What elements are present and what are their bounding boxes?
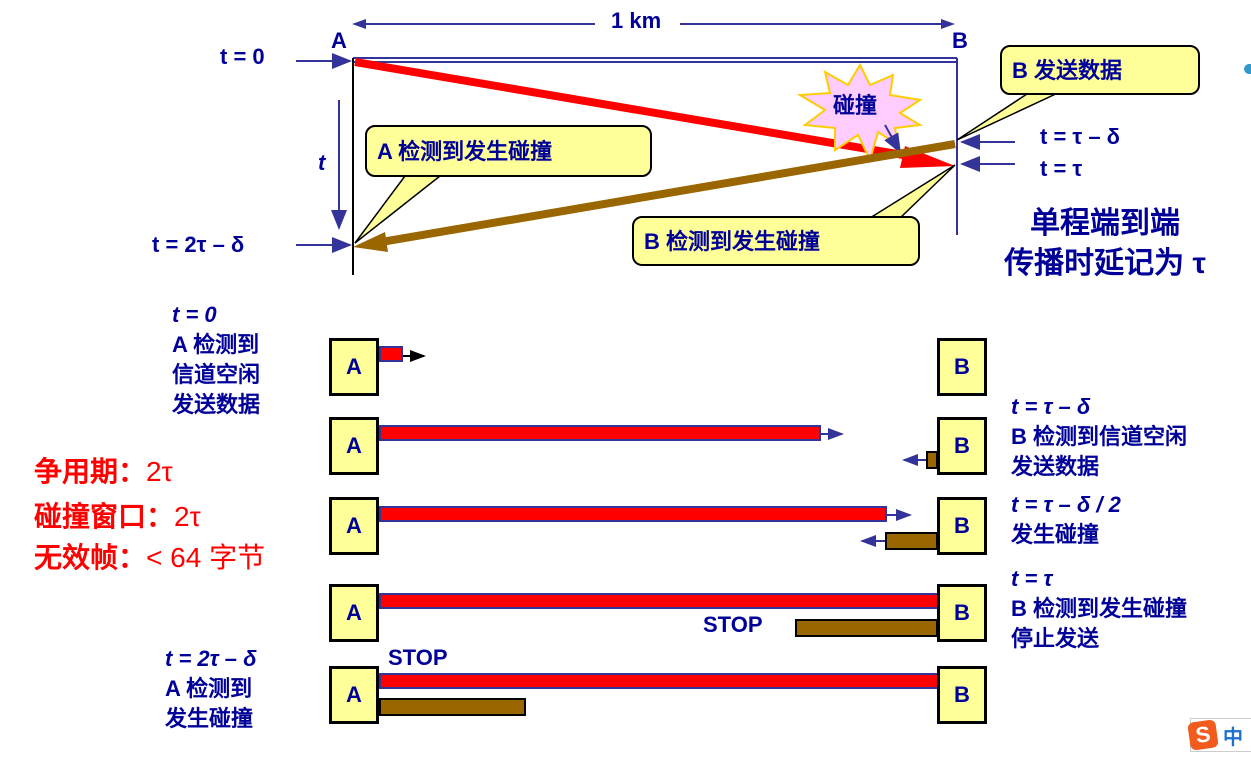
step-4-line: B 检测到发生碰撞 xyxy=(1011,596,1188,621)
step-1-line: A 检测到 xyxy=(172,332,260,357)
step-5-node-a: A xyxy=(329,666,379,724)
step-3-time: t = τ – δ / 2 xyxy=(1011,492,1121,517)
callout-a-detect: A 检测到发生碰撞 xyxy=(365,125,652,177)
collision-window-value: 2τ xyxy=(174,501,201,532)
step-4-node-a: A xyxy=(329,584,379,642)
step-4-node-b: B xyxy=(937,584,987,642)
propagation-delay-note: 单程端到端 传播时延记为 τ xyxy=(985,204,1225,284)
b-send-time-label: t = τ – δ xyxy=(1040,124,1121,149)
ime-indicator[interactable]: S 中 xyxy=(1187,718,1251,752)
distance-label: 1 km xyxy=(605,8,668,34)
node-b-label: B xyxy=(952,28,968,53)
collision-window-label: 碰撞窗口： xyxy=(34,501,175,532)
step-4-time: t = τ xyxy=(1011,566,1053,591)
step-5-line: 发生碰撞 xyxy=(165,706,254,731)
step-1-a-frame xyxy=(379,346,403,362)
step-3-node-b: B xyxy=(937,497,987,555)
step-2-line: B 检测到信道空闲 xyxy=(1011,424,1188,449)
invalid-frame: 无效帧：< 64 字节 xyxy=(34,536,265,576)
step-5-left-text: t = 2τ – δ A 检测到 发生碰撞 xyxy=(165,644,257,734)
step-1-node-a: A xyxy=(329,338,379,396)
step-2-a-frame xyxy=(379,425,821,441)
t-end-label: t = 2τ – δ xyxy=(152,232,245,257)
note-line-2: 传播时延记为 τ xyxy=(1004,247,1206,280)
node-a-label: A xyxy=(331,28,347,53)
contention-period-label: 争用期： xyxy=(34,456,147,487)
step-5-node-b: B xyxy=(937,666,987,724)
step-3-node-a: A xyxy=(329,497,379,555)
step-2-right-text: t = τ – δ B 检测到信道空闲 发送数据 xyxy=(1011,392,1187,482)
step-4-line: 停止发送 xyxy=(1011,626,1100,651)
step-1-left-text: t = 0 A 检测到 信道空闲 发送数据 xyxy=(172,300,260,420)
step-2-node-b: B xyxy=(937,417,987,475)
note-line-1: 单程端到端 xyxy=(1030,207,1180,240)
step-1-node-b: B xyxy=(937,338,987,396)
step-5-time: t = 2τ – δ xyxy=(165,646,257,671)
step-4-b-frame xyxy=(795,619,938,637)
contention-period: 争用期：2τ xyxy=(34,450,173,490)
contention-period-value: 2τ xyxy=(146,456,173,487)
collision-window: 碰撞窗口：2τ xyxy=(34,495,201,535)
step-1-time: t = 0 xyxy=(172,302,217,327)
callout-b-send: B 发送数据 xyxy=(1000,45,1200,95)
step-4-a-frame xyxy=(379,593,939,609)
callout-b-detect: B 检测到发生碰撞 xyxy=(632,216,920,266)
step-3-right-text: t = τ – δ / 2 发生碰撞 xyxy=(1011,490,1121,550)
step-2-line: 发送数据 xyxy=(1011,454,1100,479)
step-5-b-frame xyxy=(379,698,526,716)
invalid-frame-value: < 64 字节 xyxy=(146,542,266,573)
ime-mode-label: 中 xyxy=(1223,726,1243,749)
step-2-node-a: A xyxy=(329,417,379,475)
step-2-b-frame xyxy=(926,451,938,469)
step-5-a-frame xyxy=(379,673,939,689)
invalid-frame-label: 无效帧： xyxy=(34,542,147,573)
b-detect-time-label: t = τ xyxy=(1040,156,1083,181)
step-5-stop-label: STOP xyxy=(388,645,448,670)
t0-label: t = 0 xyxy=(220,44,265,69)
step-1-line: 发送数据 xyxy=(172,392,261,417)
step-4-stop-label: STOP xyxy=(703,612,763,637)
t-axis-label: t xyxy=(318,150,326,175)
step-1-line: 信道空闲 xyxy=(172,362,261,387)
collision-burst-label: 碰撞 xyxy=(833,93,878,118)
step-4-right-text: t = τ B 检测到发生碰撞 停止发送 xyxy=(1011,564,1187,654)
step-2-time: t = τ – δ xyxy=(1011,394,1091,419)
step-5-line: A 检测到 xyxy=(165,676,253,701)
step-3-a-frame xyxy=(379,506,887,522)
step-3-b-frame xyxy=(885,532,938,550)
step-3-line: 发生碰撞 xyxy=(1011,522,1100,547)
sogou-logo-icon: S xyxy=(1187,719,1219,751)
bullet-icon xyxy=(1244,64,1251,74)
